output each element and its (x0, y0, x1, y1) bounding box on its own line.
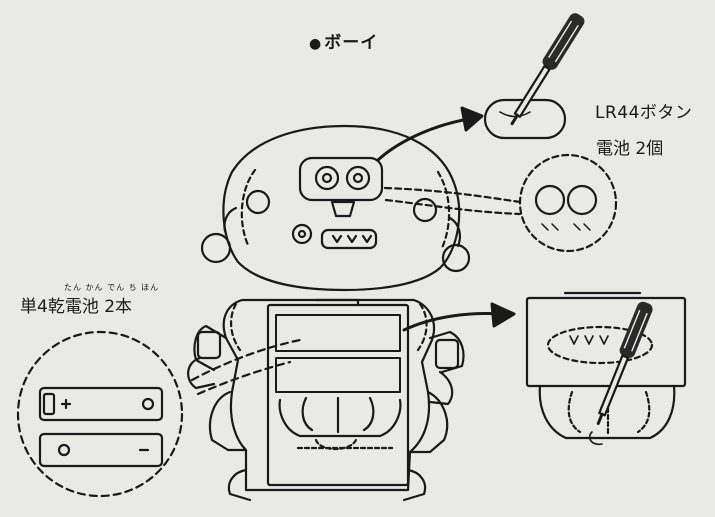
battery-compartment (266, 303, 410, 487)
aa-battery-ruby: たん かん でん ち ほん (64, 283, 160, 292)
side-ball-left (200, 232, 232, 264)
robot-head (200, 124, 471, 292)
ear-light-left (245, 189, 271, 215)
mouth-grille (320, 228, 378, 250)
ear-light-right (412, 197, 438, 223)
side-ball-right (441, 243, 471, 273)
model-title: ボーイ (309, 28, 378, 53)
arrow-icon (402, 302, 516, 332)
robot-body (187, 298, 465, 502)
button-battery-detail (383, 153, 618, 253)
aa-battery-detail (16, 330, 302, 498)
button-battery-label: LR44ボタン (595, 103, 693, 123)
aa-battery-label: 単4乾電池 2本 (20, 297, 133, 317)
screwdriver-icon (510, 13, 585, 126)
arrow-icon (376, 106, 484, 162)
eye-visor (298, 156, 384, 202)
compartment-inset (525, 291, 687, 440)
screwdriver-icon (596, 301, 653, 425)
button-battery-quantity: 電池 2個 (596, 139, 664, 159)
